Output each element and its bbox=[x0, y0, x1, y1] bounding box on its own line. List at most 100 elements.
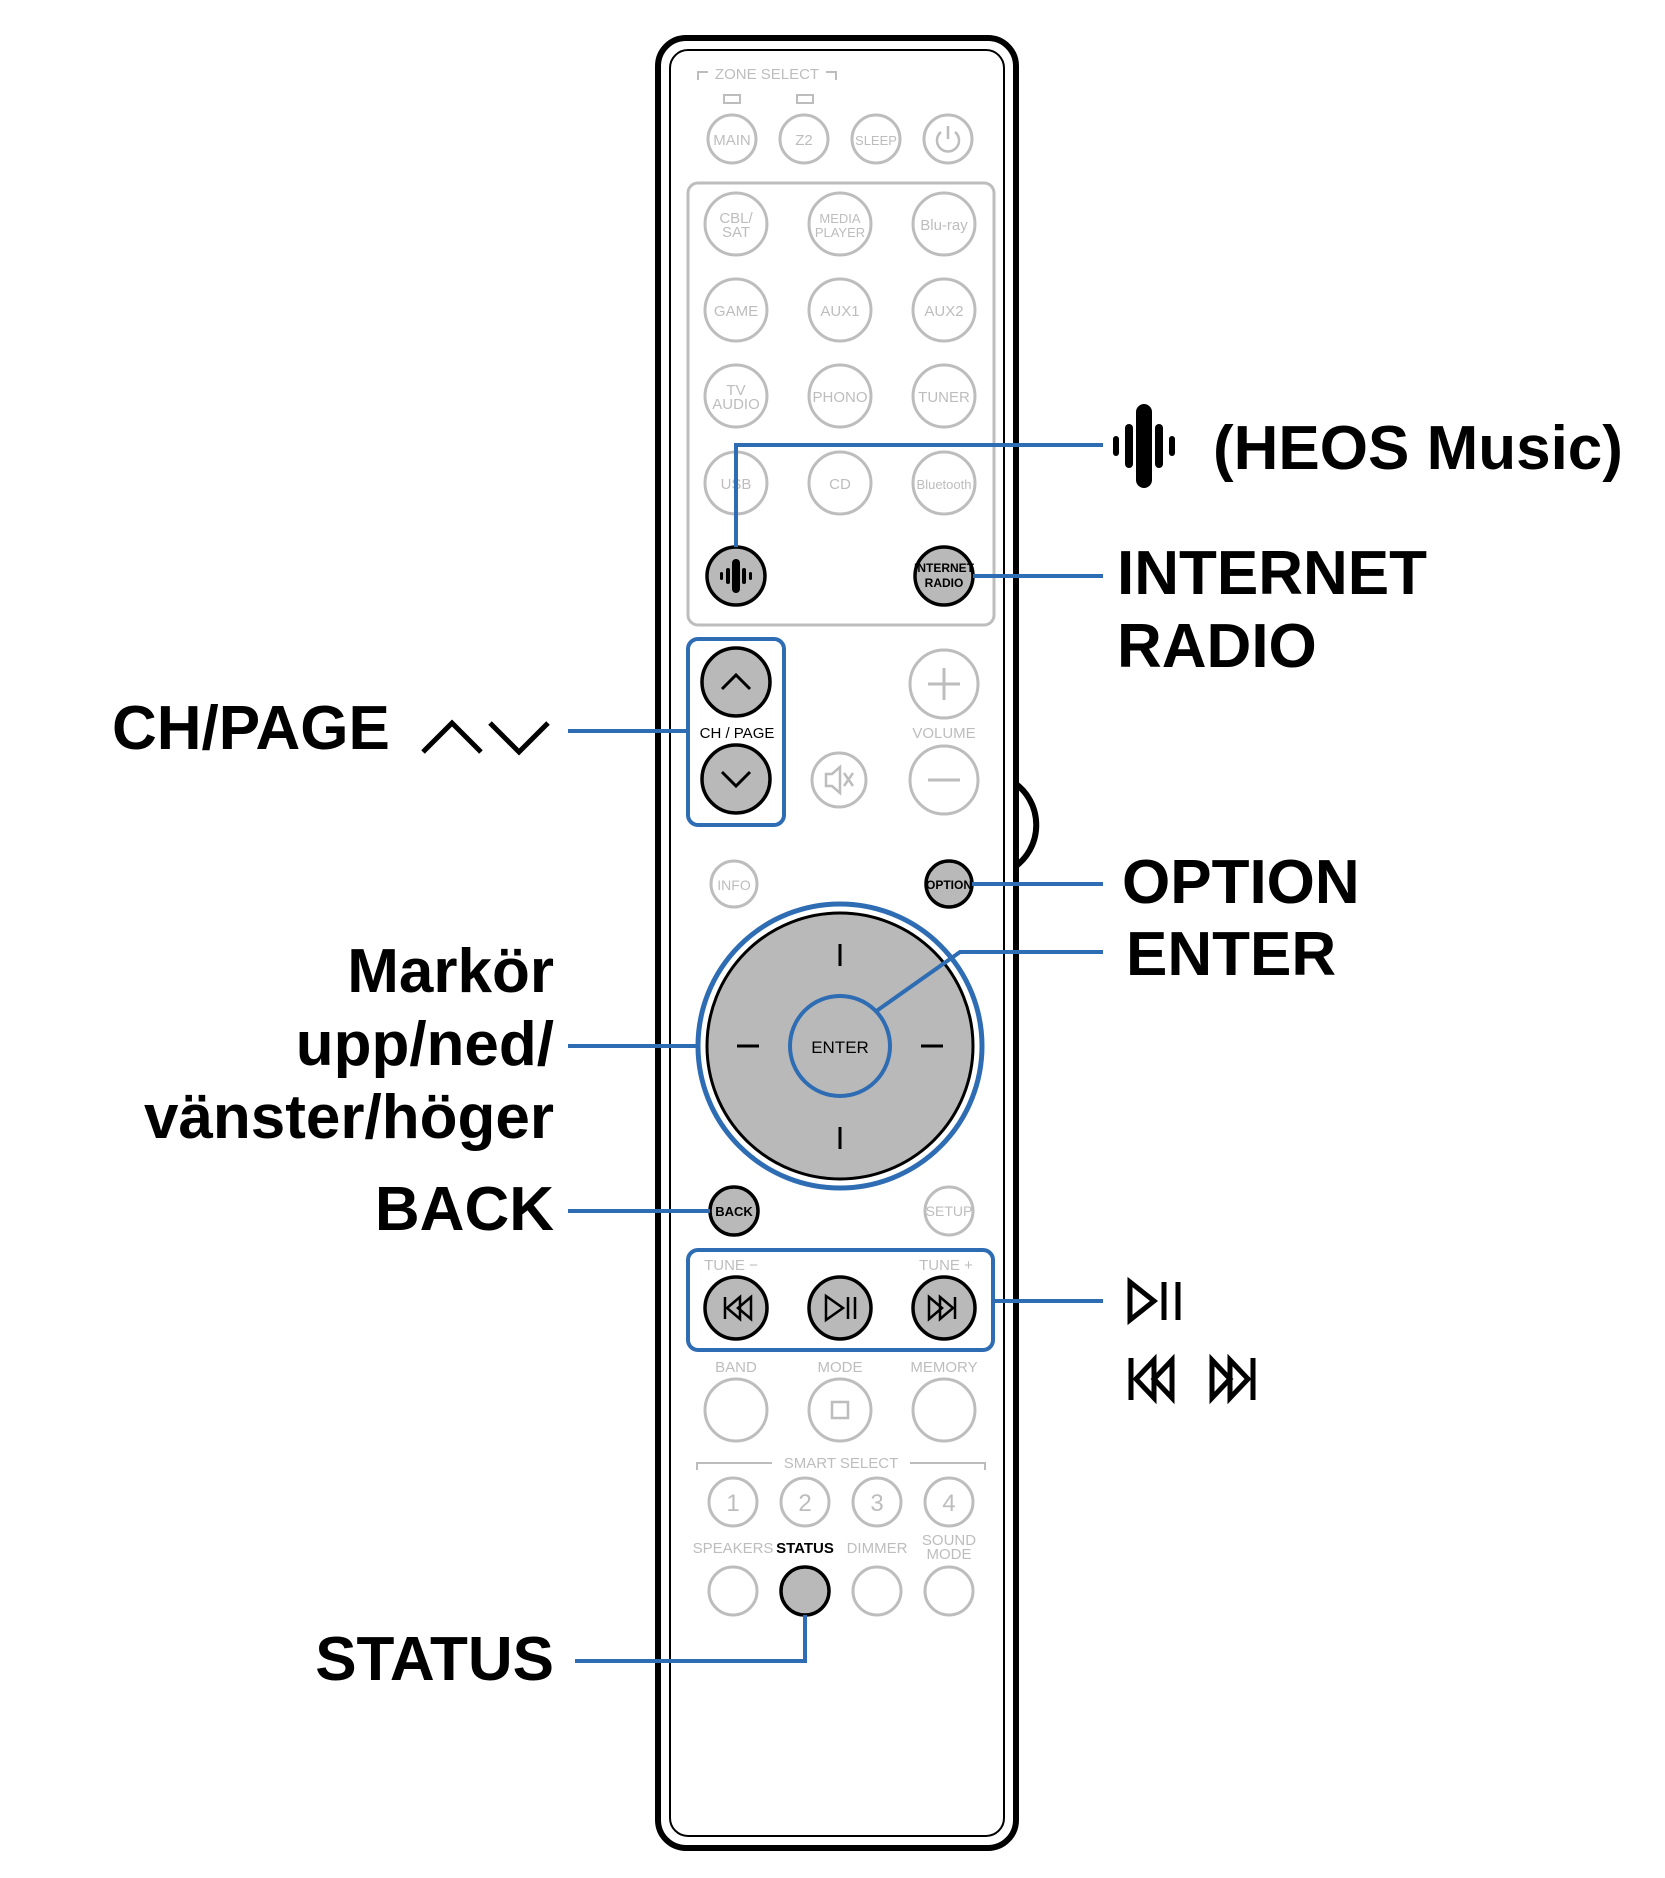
plus-icon bbox=[928, 668, 960, 700]
volume-down-button[interactable] bbox=[908, 744, 980, 816]
z2-button[interactable]: Z2 bbox=[778, 113, 830, 165]
zone-select-label: ZONE SELECT bbox=[715, 66, 819, 83]
smart-select-3-button[interactable]: 3 bbox=[851, 1476, 903, 1528]
svg-text:Bluetooth: Bluetooth bbox=[917, 477, 972, 492]
power-button[interactable] bbox=[922, 113, 974, 165]
smart-select-2-button[interactable]: 2 bbox=[779, 1476, 831, 1528]
status-leader bbox=[575, 1615, 807, 1663]
status-button[interactable] bbox=[779, 1565, 831, 1617]
aux1-button[interactable]: AUX1 bbox=[807, 277, 873, 343]
smart-select-buttons: 1 2 3 4 bbox=[707, 1476, 975, 1528]
play-pause-icon bbox=[824, 1293, 857, 1323]
leader-lines bbox=[568, 443, 1103, 1663]
svg-text:AUX2: AUX2 bbox=[924, 303, 963, 320]
mode-label: MODE bbox=[818, 1359, 863, 1376]
internet-radio-label: INTERNET RADIO bbox=[1117, 539, 1427, 682]
skip-back-button[interactable] bbox=[703, 1275, 769, 1341]
ch-page-callout-label: CH/PAGE bbox=[112, 694, 390, 763]
svg-text:INFO: INFO bbox=[717, 877, 751, 893]
option-callout-label: OPTION bbox=[1122, 848, 1360, 917]
dimmer-button[interactable] bbox=[851, 1565, 903, 1617]
info-button[interactable]: INFO bbox=[709, 859, 759, 909]
main-button[interactable]: MAIN bbox=[706, 113, 758, 165]
back-button[interactable]: BACK bbox=[708, 1185, 760, 1237]
svg-text:GAME: GAME bbox=[714, 303, 758, 320]
enter-callout-label: ENTER bbox=[1126, 920, 1337, 989]
tuner-button[interactable]: TUNER bbox=[911, 363, 977, 429]
blu-ray-button[interactable]: Blu-ray bbox=[911, 191, 977, 257]
smart-select-1-button[interactable]: 1 bbox=[707, 1476, 759, 1528]
speakers-label: SPEAKERS bbox=[693, 1540, 774, 1557]
enter-leader bbox=[873, 950, 1103, 1014]
mode-button[interactable] bbox=[807, 1377, 873, 1443]
svg-text:Z2: Z2 bbox=[795, 132, 813, 149]
svg-text:2: 2 bbox=[798, 1490, 811, 1517]
memory-label: MEMORY bbox=[910, 1359, 977, 1376]
heos-callout-icon bbox=[1113, 404, 1175, 488]
svg-text:1: 1 bbox=[726, 1490, 739, 1517]
status-callout-label: STATUS bbox=[315, 1625, 554, 1694]
heos-music-label: (HEOS Music) bbox=[1213, 414, 1623, 483]
mute-icon bbox=[824, 764, 855, 796]
enter-button[interactable]: ENTER bbox=[788, 994, 892, 1098]
svg-text:MEDIA: MEDIA bbox=[819, 211, 861, 226]
internet-radio-button[interactable]: INTERNET RADIO bbox=[913, 545, 975, 607]
cursor-callout-label: Markör upp/ned/ vänster/höger bbox=[143, 937, 554, 1153]
source-panel bbox=[686, 181, 996, 627]
band-button[interactable] bbox=[703, 1377, 769, 1443]
play-pause-callout-icon bbox=[1127, 1276, 1181, 1326]
skip-back-callout-icon bbox=[1128, 1353, 1175, 1405]
chevron-up-icon bbox=[720, 672, 752, 691]
phono-button[interactable]: PHONO bbox=[807, 363, 873, 429]
setup-button[interactable]: SETUP bbox=[923, 1185, 975, 1237]
option-button[interactable]: OPTION bbox=[924, 859, 974, 909]
svg-text:MAIN: MAIN bbox=[713, 132, 751, 149]
svg-text:AUDIO: AUDIO bbox=[712, 396, 760, 413]
smart-select-4-button[interactable]: 4 bbox=[923, 1476, 975, 1528]
skip-forward-icon bbox=[927, 1294, 957, 1322]
svg-text:TV: TV bbox=[726, 382, 745, 399]
sound-mode-button[interactable] bbox=[923, 1565, 975, 1617]
ch-page-label: CH / PAGE bbox=[700, 725, 775, 742]
status-label: STATUS bbox=[776, 1540, 834, 1557]
svg-text:RADIO: RADIO bbox=[925, 576, 964, 590]
svg-text:4: 4 bbox=[942, 1490, 955, 1517]
power-icon bbox=[935, 126, 961, 153]
svg-text:CD: CD bbox=[829, 476, 851, 493]
play-pause-button[interactable] bbox=[807, 1275, 873, 1341]
skip-forward-button[interactable] bbox=[911, 1275, 977, 1341]
memory-button[interactable] bbox=[911, 1377, 977, 1443]
volume-up-button[interactable] bbox=[908, 648, 980, 720]
svg-text:INTERNET: INTERNET bbox=[914, 561, 975, 575]
sleep-button[interactable]: SLEEP bbox=[850, 113, 902, 165]
heos-music-button[interactable] bbox=[705, 545, 767, 607]
skip-forward-callout-icon bbox=[1209, 1353, 1256, 1405]
smart-select-label: SMART SELECT bbox=[784, 1455, 898, 1472]
svg-text:PHONO: PHONO bbox=[812, 389, 867, 406]
tune-minus-label: TUNE − bbox=[704, 1257, 758, 1274]
ch-page-down-button[interactable] bbox=[700, 743, 772, 815]
cd-button[interactable]: CD bbox=[807, 450, 873, 516]
dimmer-label: DIMMER bbox=[847, 1540, 908, 1557]
sound-mode-label: SOUND bbox=[922, 1532, 976, 1549]
back-callout-label: BACK bbox=[374, 1175, 554, 1244]
cbl-sat-button[interactable]: CBL/SAT bbox=[703, 191, 769, 257]
svg-text:Blu-ray: Blu-ray bbox=[920, 217, 968, 234]
bluetooth-button[interactable]: Bluetooth bbox=[911, 450, 977, 516]
svg-text:OPTION: OPTION bbox=[926, 878, 972, 892]
svg-text:AUX1: AUX1 bbox=[820, 303, 859, 320]
ch-page-up-button[interactable] bbox=[700, 646, 772, 718]
aux2-button[interactable]: AUX2 bbox=[911, 277, 977, 343]
game-button[interactable]: GAME bbox=[703, 277, 769, 343]
mute-button[interactable] bbox=[810, 751, 868, 809]
svg-text:SLEEP: SLEEP bbox=[855, 133, 897, 148]
tune-plus-label: TUNE + bbox=[919, 1257, 973, 1274]
band-label: BAND bbox=[715, 1359, 757, 1376]
svg-text:ENTER: ENTER bbox=[811, 1038, 869, 1057]
speakers-button[interactable] bbox=[707, 1565, 759, 1617]
chevron-down-icon bbox=[720, 770, 752, 789]
